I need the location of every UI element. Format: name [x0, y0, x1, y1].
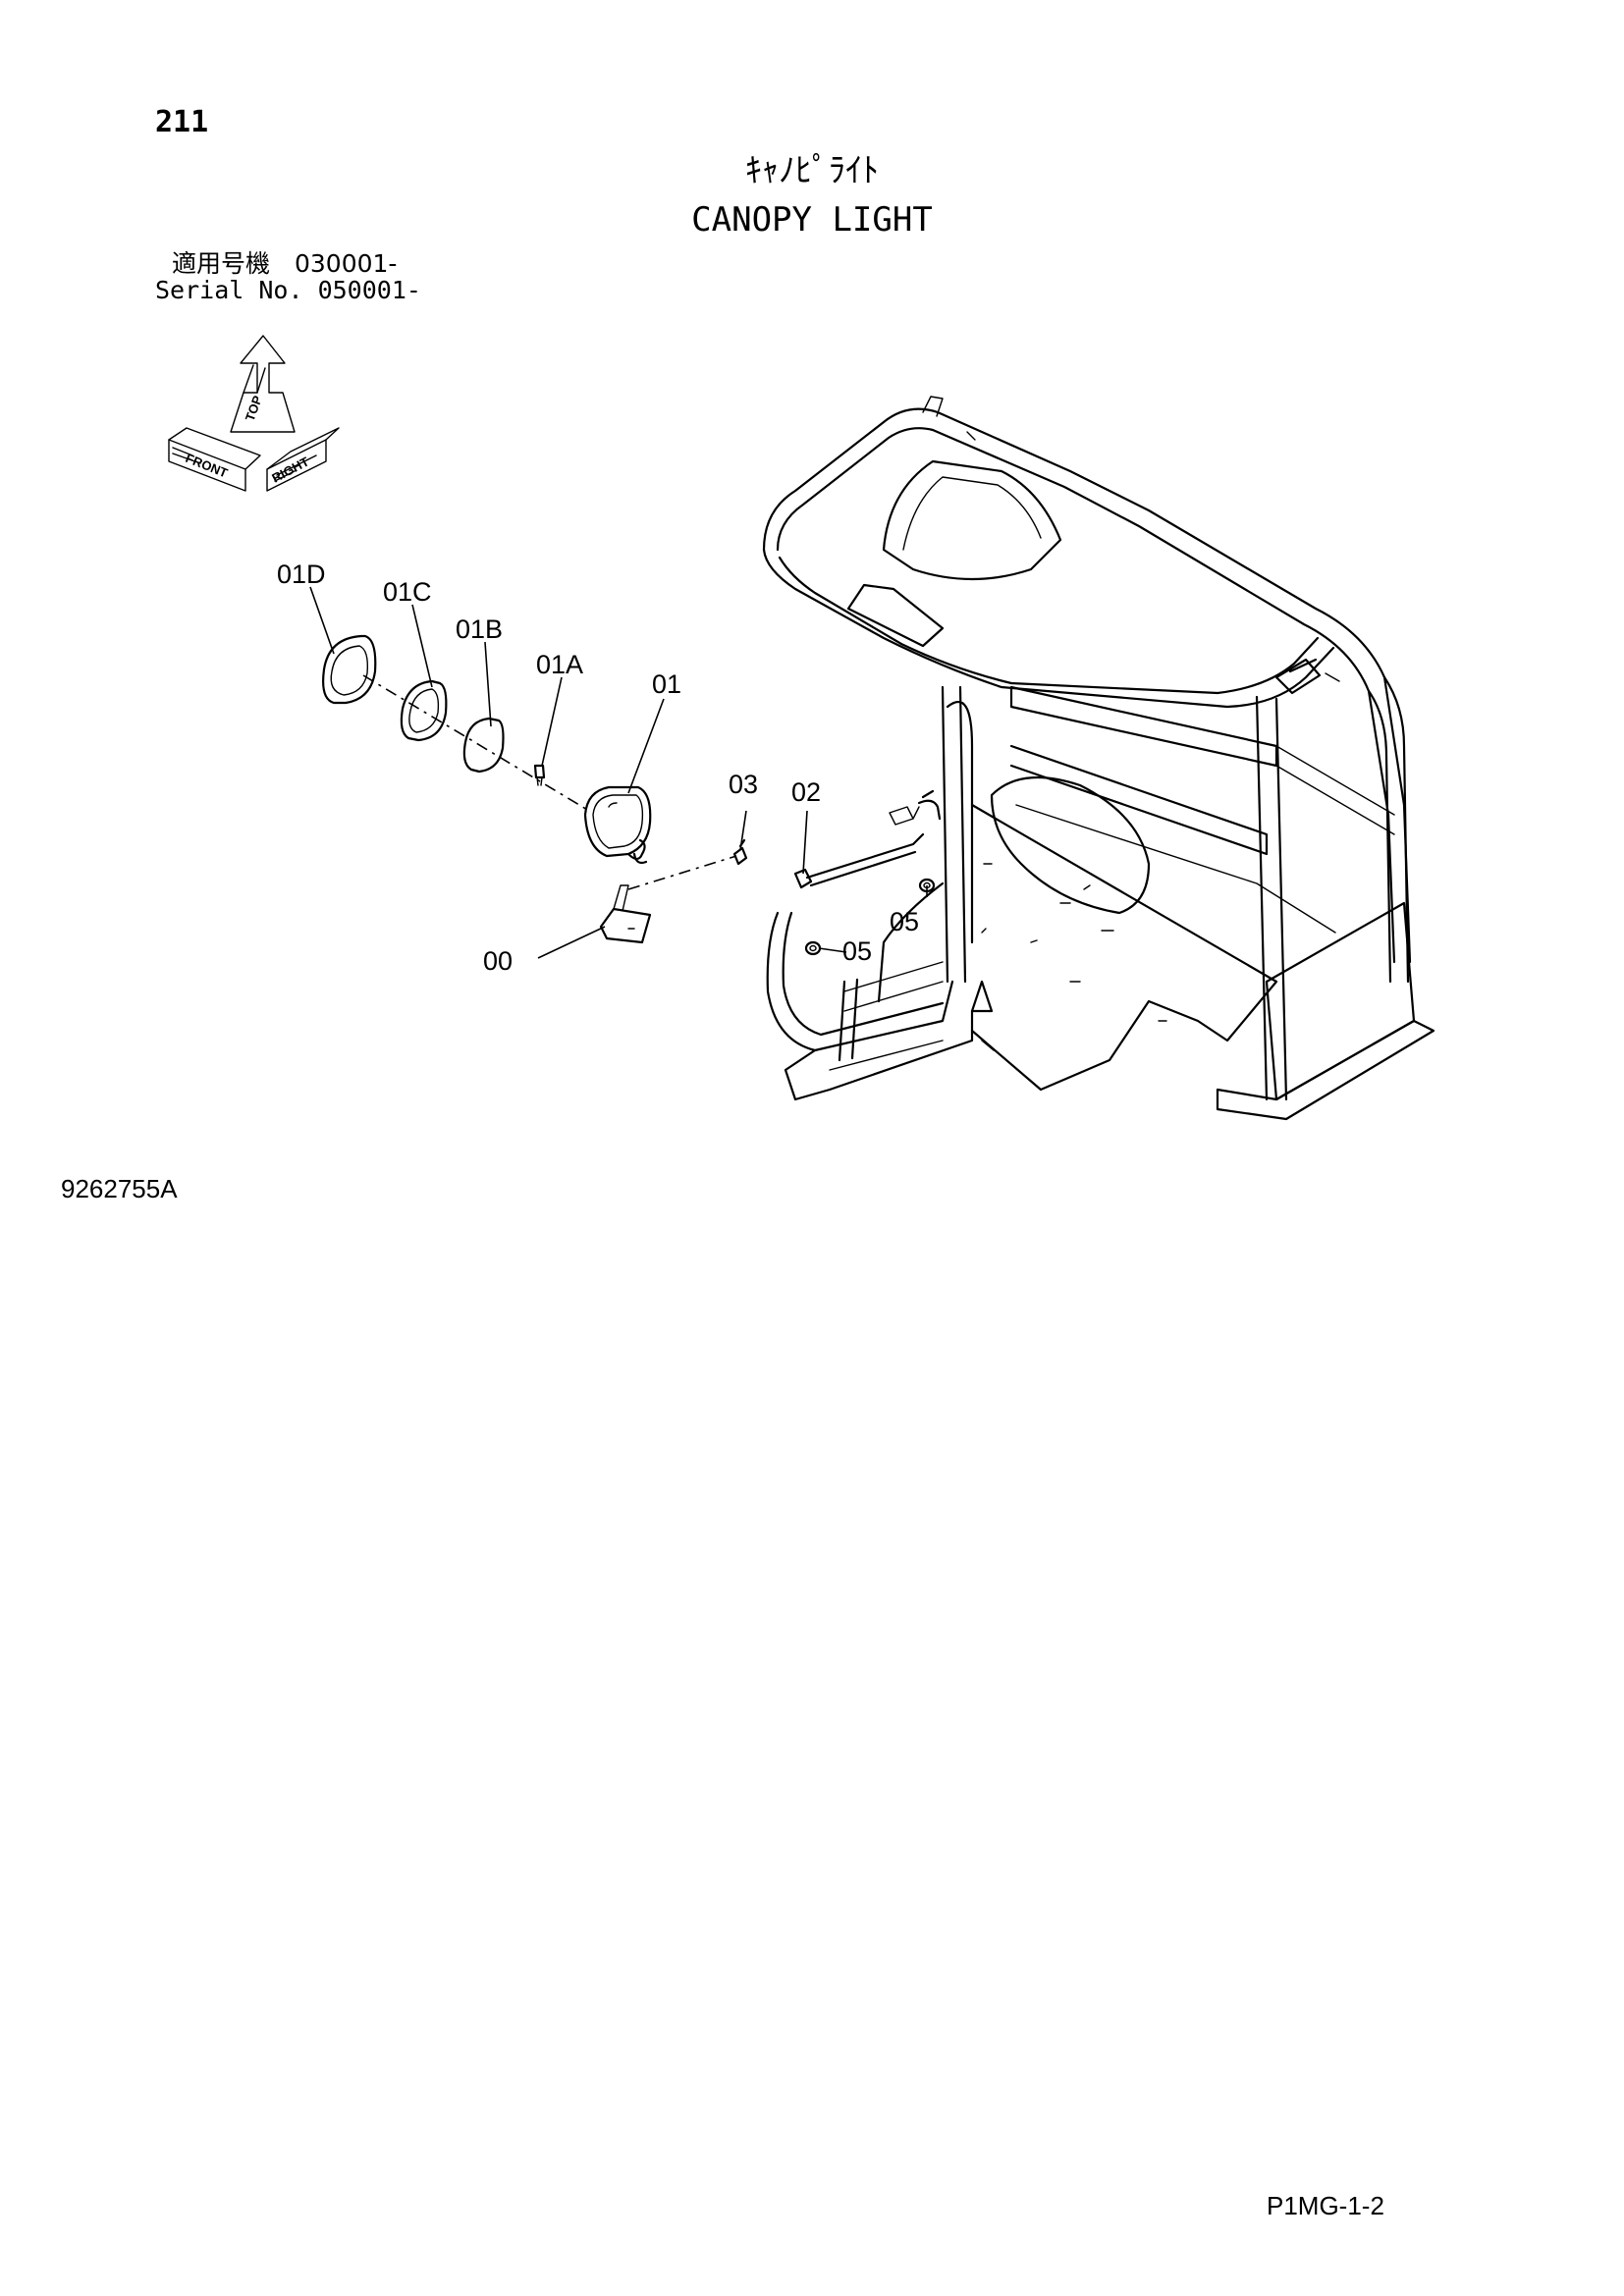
part-01c-ring: [400, 679, 448, 742]
part-01a-screw: [533, 764, 546, 786]
serial-range-japanese: 適用号機 030001-: [172, 249, 398, 278]
callout-02: 02: [791, 777, 821, 807]
drawing-number: 9262755A: [61, 1174, 178, 1203]
callout-01d: 01D: [277, 560, 326, 589]
part-01b-gasket: [462, 717, 505, 774]
orientation-top-label: TOP: [243, 394, 265, 423]
leader-lines: [309, 586, 928, 959]
callout-01b: 01B: [456, 614, 503, 644]
part-03-clip: [732, 838, 748, 866]
part-01-lamp: [583, 785, 652, 865]
part-00-bracket: [599, 884, 652, 944]
part-01d-bezel: [322, 634, 377, 705]
orientation-symbol-icon: TOP FRONT RIGHT: [168, 335, 340, 492]
callout-05-left: 05: [842, 936, 872, 966]
page-number: 211: [155, 105, 209, 139]
assembly-axis-line: [362, 674, 737, 890]
canopy-frame: [762, 396, 1435, 1121]
serial-range: Serial No. 050001-: [155, 276, 421, 304]
callout-01a: 01A: [536, 650, 583, 679]
callout-01c: 01C: [383, 577, 432, 607]
callout-00: 00: [483, 946, 513, 976]
page-title: CANOPY LIGHT: [691, 200, 933, 240]
part-05-grommet-left: [804, 940, 822, 956]
callout-03: 03: [729, 770, 758, 799]
callout-05-right: 05: [890, 907, 919, 936]
part-02-harness: [793, 789, 942, 889]
callout-01: 01: [652, 669, 681, 699]
page-code: P1MG-1-2: [1267, 2191, 1384, 2220]
page-title-japanese: ｷｬﾉﾋﾟﾗｲﾄ: [745, 151, 879, 190]
